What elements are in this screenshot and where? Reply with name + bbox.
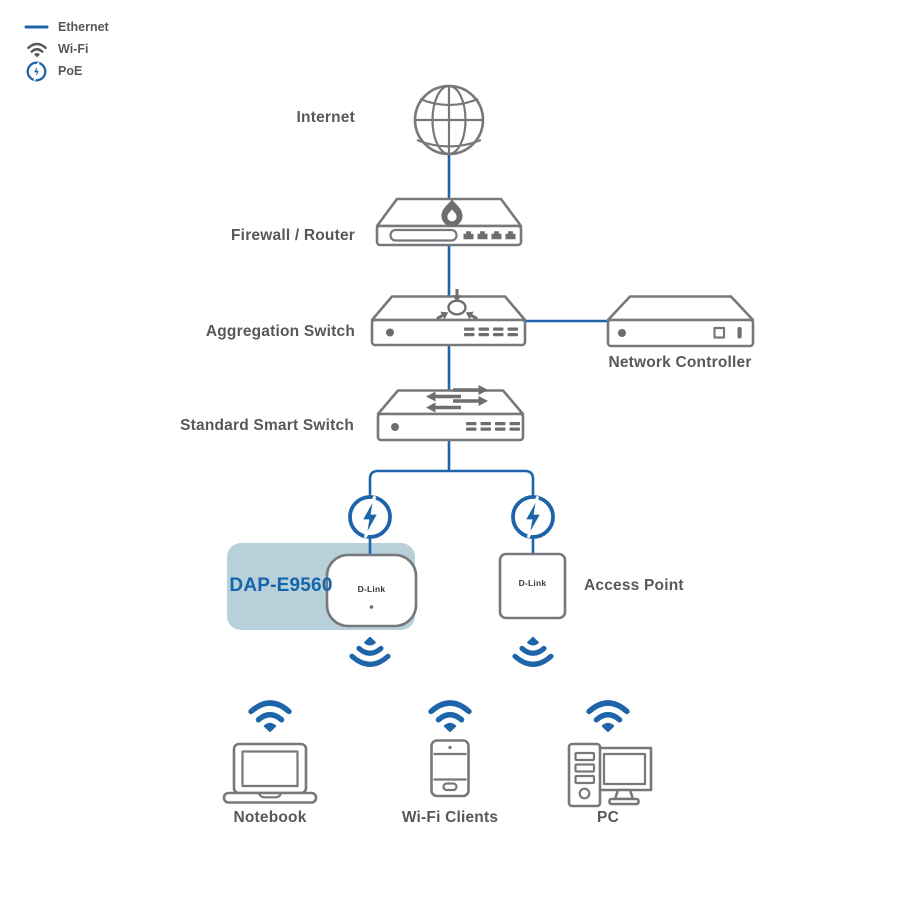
firewall-router-device — [375, 197, 523, 247]
firewall-vent-slot — [389, 228, 458, 242]
ap-led — [369, 605, 374, 609]
wifi-broadcast-ap-icon — [515, 638, 551, 665]
pc-label: PC — [597, 809, 619, 826]
flame-icon — [441, 199, 463, 227]
wifi-signal-clients-icon — [431, 703, 469, 731]
ethernet-line-icon — [24, 23, 49, 31]
access-point-device — [498, 552, 567, 620]
legend-item-wifi: Wi-Fi — [24, 38, 109, 60]
poe-bolt-icon — [24, 60, 49, 83]
legend-item-ethernet: Ethernet — [24, 16, 109, 38]
wifi-signal-pc-icon — [589, 703, 627, 731]
access-point-label: Access Point — [584, 577, 684, 594]
wifi-clients-label: Wi-Fi Clients — [401, 809, 499, 826]
desktop-pc-icon — [567, 742, 653, 808]
aggregation-switch-device — [370, 287, 527, 347]
legend-label-ethernet: Ethernet — [58, 20, 109, 34]
smart-switch-device — [376, 383, 525, 442]
smart-switch-label: Standard Smart Switch — [180, 417, 354, 434]
legend-item-poe: PoE — [24, 60, 109, 82]
aggregation-switch-label: Aggregation Switch — [205, 323, 355, 340]
controller-port — [713, 326, 726, 339]
wifi-icon — [24, 39, 49, 59]
legend: Ethernet Wi-Fi PoE — [24, 16, 109, 82]
dap-e9560-device — [325, 553, 418, 628]
legend-label-wifi: Wi-Fi — [58, 42, 89, 56]
status-led — [618, 329, 626, 337]
status-led — [391, 423, 399, 431]
network-controller-device — [606, 295, 755, 348]
link-smartswitch-poe-branch — [368, 438, 535, 497]
controller-slot — [737, 327, 742, 339]
poe-icon-left — [348, 495, 392, 539]
legend-label-poe: PoE — [58, 64, 83, 78]
poe-icon-right — [511, 495, 555, 539]
internet-label: Internet — [296, 109, 355, 126]
network-controller-label: Network Controller — [608, 354, 752, 371]
globe-icon — [413, 84, 485, 156]
notebook-label: Notebook — [233, 809, 307, 826]
access-point-brand-logo: D-Link — [518, 578, 547, 588]
wifi-signal-notebook-icon — [251, 703, 289, 731]
smartphone-icon — [430, 739, 470, 798]
status-led — [386, 328, 394, 337]
dap-model-label: DAP-E9560 — [229, 575, 333, 596]
wifi-broadcast-dap-icon — [352, 638, 388, 665]
dap-brand-logo: D-Link — [357, 584, 386, 594]
aggregation-arrows-icon — [433, 287, 481, 324]
laptop-icon — [222, 742, 318, 804]
firewall-router-label: Firewall / Router — [231, 227, 355, 244]
